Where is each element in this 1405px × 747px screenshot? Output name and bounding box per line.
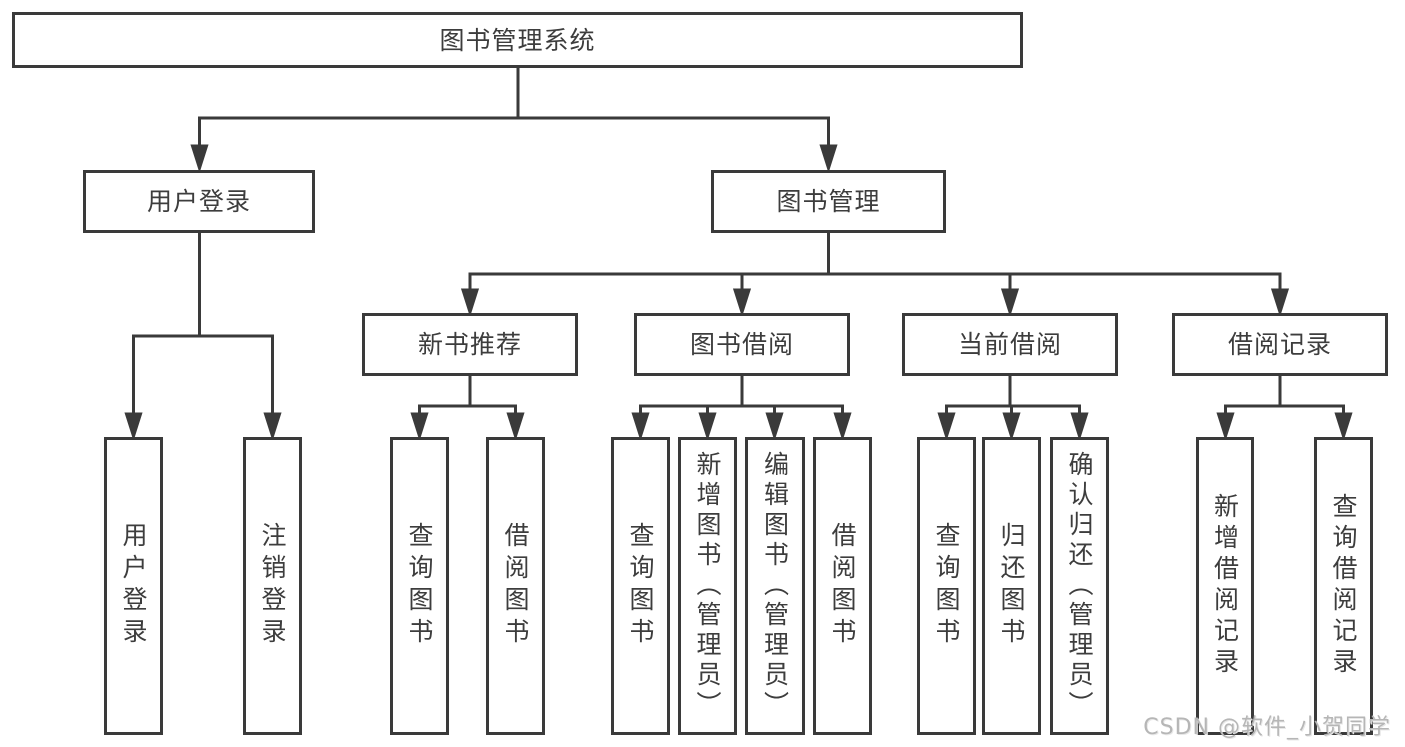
leaf-user-login: 用户登录 [104, 437, 163, 735]
leaf-add-book-admin-label: 新增图书（管理员） [693, 451, 722, 721]
node-new-book-recommend-label: 新书推荐 [417, 330, 522, 359]
leaf-edit-book-admin: 编辑图书（管理员） [745, 437, 805, 735]
node-user-login-label: 用户登录 [146, 187, 251, 216]
node-borrow-records: 借阅记录 [1172, 313, 1388, 376]
leaf-query-books-3-label: 查询图书 [932, 522, 961, 650]
leaf-confirm-return-admin-label: 确认归还（管理员） [1065, 451, 1094, 721]
leaf-query-borrow-record: 查询借阅记录 [1314, 437, 1373, 735]
node-current-borrow: 当前借阅 [902, 313, 1118, 376]
leaf-add-book-admin: 新增图书（管理员） [678, 437, 737, 735]
node-book-borrow-label: 图书借阅 [689, 330, 794, 359]
leaf-query-books-2: 查询图书 [611, 437, 670, 735]
leaf-edit-book-admin-label: 编辑图书（管理员） [760, 451, 790, 721]
node-user-login: 用户登录 [83, 170, 315, 233]
node-borrow-records-label: 借阅记录 [1227, 330, 1332, 359]
leaf-query-books-2-label: 查询图书 [626, 522, 655, 650]
node-library-system: 图书管理系统 [12, 12, 1023, 68]
leaf-confirm-return-admin: 确认归还（管理员） [1050, 437, 1109, 735]
leaf-return-books-label: 归还图书 [997, 522, 1026, 650]
leaf-borrow-books-1-label: 借阅图书 [501, 522, 530, 650]
leaf-query-books-3: 查询图书 [917, 437, 976, 735]
leaf-query-borrow-record-label: 查询借阅记录 [1329, 493, 1358, 679]
leaf-borrow-books-2-label: 借阅图书 [828, 522, 857, 650]
leaf-query-books-1-label: 查询图书 [405, 522, 434, 650]
leaf-add-borrow-record: 新增借阅记录 [1196, 437, 1254, 735]
node-book-borrow: 图书借阅 [634, 313, 850, 376]
leaf-add-borrow-record-label: 新增借阅记录 [1210, 493, 1240, 679]
node-current-borrow-label: 当前借阅 [957, 330, 1062, 359]
leaf-logout-label: 注销登录 [258, 522, 287, 650]
watermark: CSDN @软件_小贺同学 [1143, 715, 1391, 740]
leaf-return-books: 归还图书 [982, 437, 1041, 735]
leaf-borrow-books-2: 借阅图书 [813, 437, 872, 735]
leaf-user-login-label: 用户登录 [119, 522, 148, 650]
leaf-query-books-1: 查询图书 [390, 437, 449, 735]
node-book-management-label: 图书管理 [776, 187, 881, 216]
node-book-management: 图书管理 [711, 170, 946, 233]
leaf-logout: 注销登录 [243, 437, 302, 735]
node-new-book-recommend: 新书推荐 [362, 313, 578, 376]
node-library-system-label: 图书管理系统 [439, 25, 596, 55]
leaf-borrow-books-1: 借阅图书 [486, 437, 545, 735]
